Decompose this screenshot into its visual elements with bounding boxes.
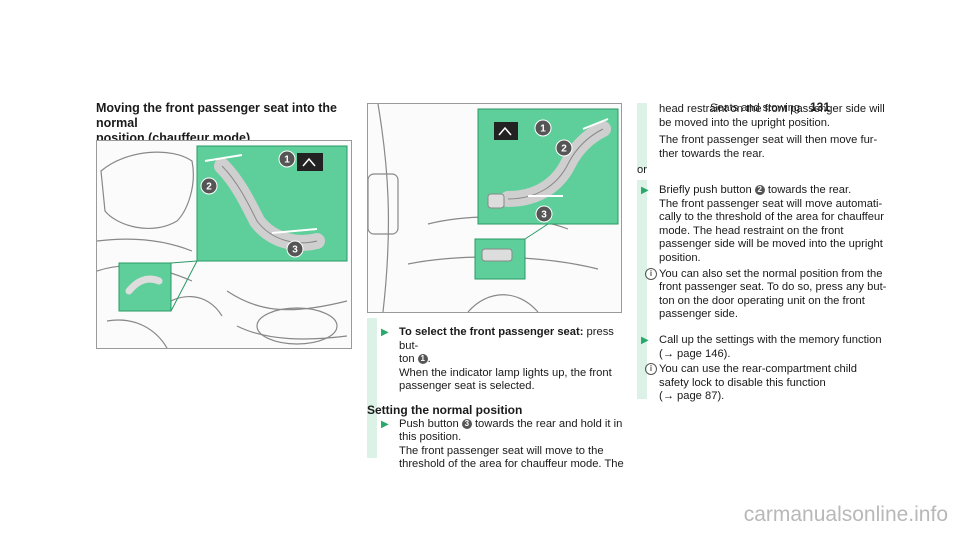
zoom-line <box>524 223 549 240</box>
arrow-icon <box>271 228 318 234</box>
callout-ref: 1 <box>417 354 428 365</box>
step-arrow-icon: ▶ <box>641 184 649 196</box>
step-push-button: ▶ Push button 3 towards the rear and hol… <box>381 417 624 471</box>
info-note-child-lock: i You can use the rear-compartment child… <box>637 363 897 404</box>
seat-selector-button <box>297 153 323 171</box>
instruction-bar <box>367 318 377 458</box>
zoom-line <box>170 260 198 264</box>
section-title-line1: Moving the front passenger seat into the… <box>96 101 337 130</box>
continuation-text: head restraint on the front passenger si… <box>659 103 885 160</box>
callout-2: 2 <box>555 139 573 157</box>
callout-3: 3 <box>535 205 553 223</box>
seat-selector-button <box>494 122 518 140</box>
info-note-passenger-seat: i You can also set the normal position f… <box>637 267 897 322</box>
or-label: or <box>637 164 647 177</box>
step-memory-function: ▶ Call up the settings with the memory f… <box>641 333 882 360</box>
door-panel-illustration: 1 2 3 <box>97 145 348 348</box>
figure-seat-area: 1 2 3 <box>367 103 622 313</box>
svg-text:2: 2 <box>561 144 567 155</box>
right-instructions: head restraint on the front passenger si… <box>637 103 897 404</box>
door-line <box>97 238 193 252</box>
console-line <box>236 325 348 340</box>
svg-text:2: 2 <box>206 182 212 193</box>
step-arrow-icon: ▶ <box>381 327 389 338</box>
pillar-line <box>377 104 390 312</box>
instruction-bar <box>637 103 647 169</box>
step-brief-push: ▶ Briefly push button 2 towards the rear… <box>641 183 884 264</box>
small-switch <box>487 193 505 209</box>
console-line <box>226 290 348 311</box>
callout-2: 2 <box>200 177 218 195</box>
floor-line <box>106 319 168 348</box>
zoom-line <box>170 260 198 312</box>
svg-text:1: 1 <box>540 124 546 135</box>
instruction-bar <box>637 180 647 399</box>
arrow-icon <box>582 118 609 130</box>
figure-door-panel: 1 2 3 <box>96 140 352 349</box>
arrow-icon <box>204 154 243 162</box>
step-select-seat: ▶ To select the front passenger seat: pr… <box>381 326 614 393</box>
door-control-highlight <box>118 262 172 312</box>
svg-text:3: 3 <box>292 245 298 256</box>
callout-3: 3 <box>286 240 304 258</box>
headrest-outline <box>368 173 399 235</box>
seat-outline <box>256 307 338 345</box>
door-switch <box>481 248 513 262</box>
seat-area-illustration: 1 2 3 <box>368 104 619 312</box>
callout-ref: 2 <box>754 184 765 195</box>
page-number: 131 <box>809 100 830 114</box>
callout-1: 1 <box>534 119 552 137</box>
middle-instructions: ▶ To select the front passenger seat: pr… <box>367 326 627 472</box>
console-line <box>467 294 539 312</box>
callout-1: 1 <box>278 150 296 168</box>
step-arrow-icon: ▶ <box>381 418 389 430</box>
svg-text:1: 1 <box>284 155 290 166</box>
header-section: Seats and stowing <box>710 102 800 114</box>
subheading: Setting the normal position <box>367 402 523 417</box>
small-seat-switch <box>125 275 163 295</box>
info-icon: i <box>645 363 657 376</box>
seat-icon <box>302 157 316 167</box>
info-icon: i <box>645 267 657 280</box>
running-header: Seats and stowing 131 <box>710 100 830 114</box>
svg-text:3: 3 <box>541 210 547 221</box>
step-arrow-icon: ▶ <box>641 334 649 346</box>
watermark: carmanualsonline.info <box>743 503 948 526</box>
seat-icon <box>498 126 512 136</box>
side-mirror-outline <box>100 151 194 229</box>
callout-ref: 3 <box>461 418 472 429</box>
